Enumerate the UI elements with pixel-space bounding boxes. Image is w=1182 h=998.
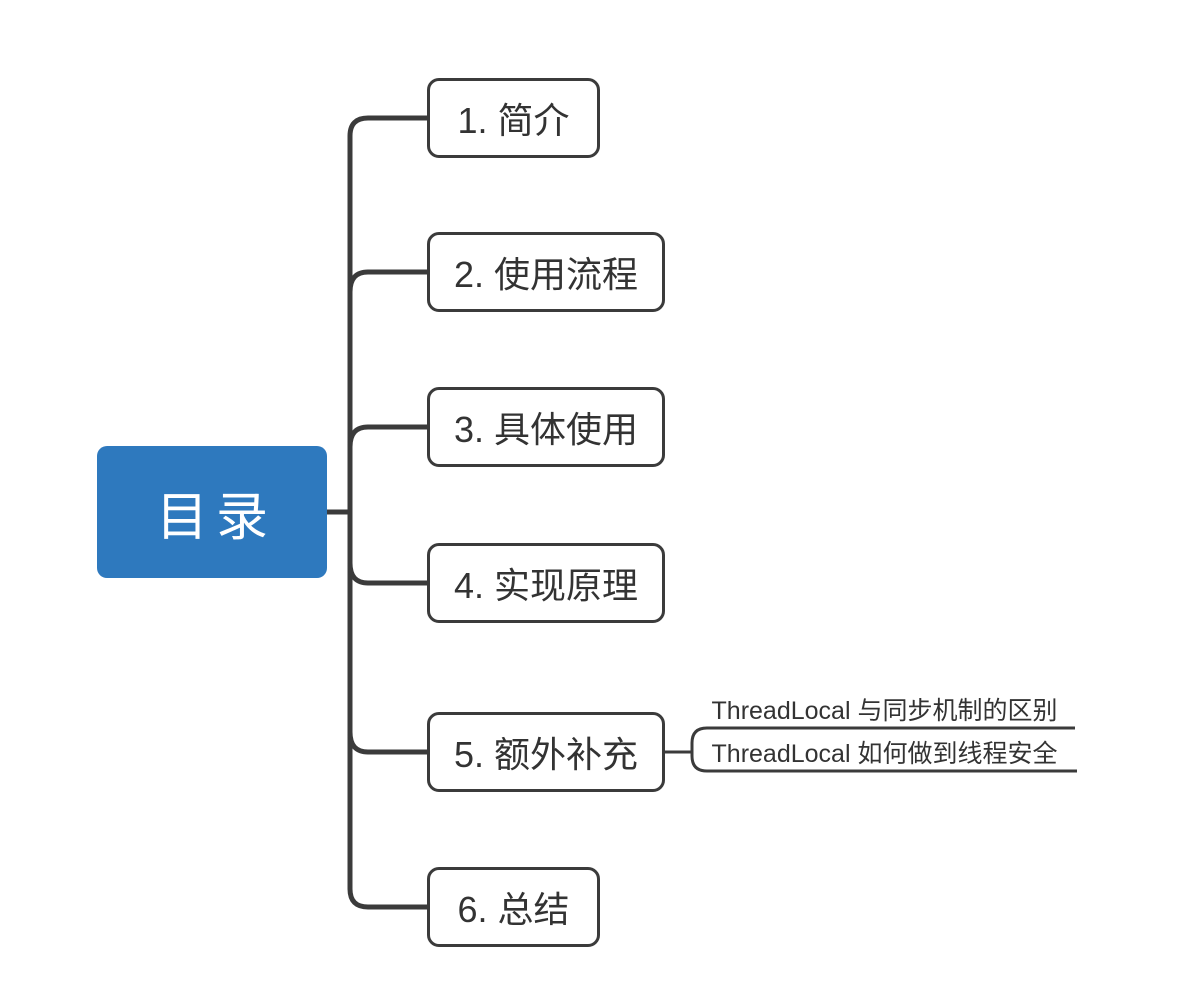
topic-5-label: 5. 额外补充 bbox=[453, 734, 639, 775]
branch-5-line bbox=[347, 731, 427, 755]
spine-line bbox=[347, 115, 427, 910]
subtopic-1-label: ThreadLocal 与同步机制的区别 bbox=[711, 697, 1058, 725]
topic-6-label: 6. 总结 bbox=[457, 889, 570, 930]
topic-node-2[interactable]: 2. 使用流程 bbox=[427, 232, 665, 312]
topic-node-1[interactable]: 1. 简介 bbox=[427, 78, 600, 158]
root-topic[interactable]: 目录 bbox=[97, 446, 327, 578]
subtopic-threadlocal-vs-sync[interactable]: ThreadLocal 与同步机制的区别 bbox=[692, 697, 1077, 725]
topic-node-4[interactable]: 4. 实现原理 bbox=[427, 543, 665, 623]
branch-3-line bbox=[347, 424, 427, 448]
topic-4-label: 4. 实现原理 bbox=[453, 565, 639, 606]
topic-node-5[interactable]: 5. 额外补充 bbox=[427, 712, 665, 792]
topic-2-label: 2. 使用流程 bbox=[453, 254, 639, 295]
topic-node-6[interactable]: 6. 总结 bbox=[427, 867, 600, 947]
branch-2-line bbox=[347, 269, 427, 293]
subtopic-2-label: ThreadLocal 如何做到线程安全 bbox=[711, 740, 1058, 768]
topic-1-label: 1. 简介 bbox=[457, 100, 570, 141]
topic-3-label: 3. 具体使用 bbox=[453, 409, 639, 450]
topic-node-3[interactable]: 3. 具体使用 bbox=[427, 387, 665, 467]
root-topic-label: 目录 bbox=[155, 488, 276, 547]
subtopic-threadlocal-thread-safety[interactable]: ThreadLocal 如何做到线程安全 bbox=[692, 740, 1077, 768]
branch-4-line bbox=[347, 562, 427, 586]
